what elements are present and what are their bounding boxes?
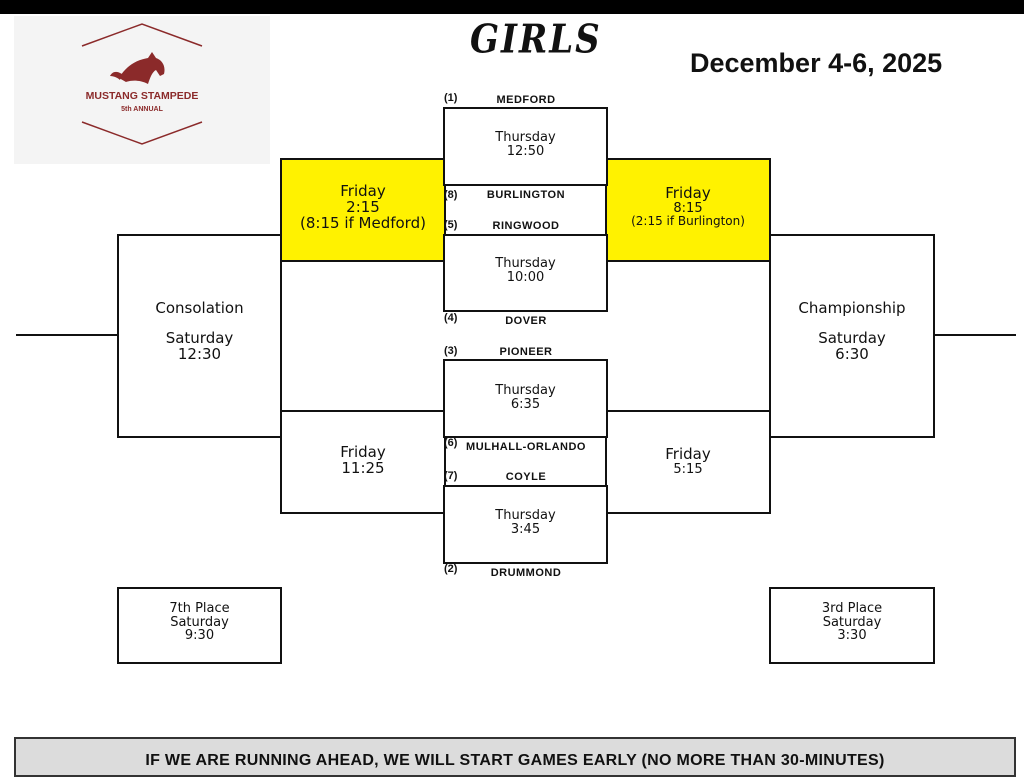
game-name: Consolation bbox=[155, 299, 244, 317]
game-time: 11:25 bbox=[341, 458, 385, 477]
game-time: 10:00 bbox=[506, 269, 545, 285]
team-ringwood: RINGWOOD bbox=[492, 220, 560, 232]
logo-frame bbox=[81, 23, 203, 145]
team-drummond: DRUMMOND bbox=[490, 567, 562, 579]
consolation-label: Consolation Saturday 12:30 bbox=[119, 299, 280, 363]
game-name: 3rd Place bbox=[821, 601, 883, 616]
game-1-label: Thursday 12:50 bbox=[445, 131, 606, 158]
game-note: (8:15 if Medford) bbox=[300, 213, 426, 232]
top-bar bbox=[0, 0, 1024, 14]
thursday-game-3-box bbox=[443, 359, 608, 438]
game-day: Thursday bbox=[495, 256, 556, 271]
game-day: Saturday bbox=[818, 328, 886, 347]
friday-consolation-top-label: Friday 2:15 (8:15 if Medford) bbox=[282, 182, 444, 232]
friday-consolation-bottom-label: Friday 11:25 bbox=[282, 443, 444, 477]
game-name: 7th Place bbox=[169, 601, 230, 616]
thursday-game-2-box bbox=[443, 234, 608, 312]
seed-5: (5) bbox=[444, 219, 458, 231]
game-time: 6:30 bbox=[835, 344, 869, 363]
notice-text: IF WE ARE RUNNING AHEAD, WE WILL START G… bbox=[145, 752, 885, 769]
page-title: GIRLS bbox=[470, 17, 602, 63]
game-note: (2:15 if Burlington) bbox=[631, 214, 745, 229]
game-time: 6:35 bbox=[510, 396, 541, 412]
horse-head-icon bbox=[110, 52, 165, 84]
seed-7: (7) bbox=[444, 470, 458, 482]
friday-semifinal-bottom-box bbox=[605, 410, 771, 514]
friday-semifinal-bottom-label: Friday 5:15 bbox=[607, 445, 769, 477]
logo-subtitle: 5th ANNUAL bbox=[121, 106, 163, 113]
game-time: 5:15 bbox=[673, 461, 703, 477]
seed-8: (8) bbox=[444, 189, 458, 201]
game-3-label: Thursday 6:35 bbox=[445, 384, 606, 411]
third-place-box bbox=[769, 587, 935, 664]
seed-1: (1) bbox=[444, 92, 458, 104]
game-time: 12:50 bbox=[506, 143, 545, 159]
game-time: 3:45 bbox=[510, 521, 541, 537]
team-mulhall-orlando: MULHALL-ORLANDO bbox=[466, 441, 586, 453]
friday-semifinal-top-label: Friday 8:15 (2:15 if Burlington) bbox=[607, 184, 769, 229]
team-pioneer: PIONEER bbox=[499, 346, 553, 358]
logo-title: MUSTANG STAMPEDE bbox=[85, 90, 199, 102]
game-day: Saturday bbox=[170, 614, 229, 630]
game-2-label: Thursday 10:00 bbox=[445, 257, 606, 284]
seed-6: (6) bbox=[444, 437, 458, 449]
bracket-line bbox=[932, 334, 1016, 336]
consolation-box bbox=[117, 234, 282, 438]
seed-3: (3) bbox=[444, 345, 458, 357]
game-day: Saturday bbox=[822, 614, 882, 630]
bracket-line bbox=[16, 334, 118, 336]
game-name: Championship bbox=[798, 299, 906, 317]
game-time: 8:15 bbox=[673, 200, 703, 216]
game-day: Friday bbox=[665, 184, 711, 202]
championship-box bbox=[769, 234, 935, 438]
seventh-place-box bbox=[117, 587, 282, 664]
seventh-place-label: 7th Place Saturday 9:30 bbox=[119, 602, 280, 643]
thursday-game-4-box bbox=[443, 485, 608, 564]
thursday-game-1-box bbox=[443, 107, 608, 186]
third-place-label: 3rd Place Saturday 3:30 bbox=[771, 602, 933, 643]
team-medford: MEDFORD bbox=[496, 94, 556, 106]
championship-label: Championship Saturday 6:30 bbox=[771, 299, 933, 363]
tournament-dates: December 4-6, 2025 bbox=[690, 48, 943, 78]
friday-semifinal-top-box bbox=[605, 158, 771, 262]
game-time: 2:15 bbox=[346, 197, 380, 216]
game-time: 12:30 bbox=[177, 344, 222, 363]
game-day: Thursday bbox=[495, 383, 556, 398]
game-day: Friday bbox=[340, 443, 386, 461]
game-day: Thursday bbox=[495, 508, 556, 523]
mustang-stampede-logo: MUSTANG STAMPEDE 5th ANNUAL bbox=[14, 16, 270, 164]
seed-4: (4) bbox=[444, 312, 458, 324]
game-day: Saturday bbox=[165, 328, 234, 347]
seed-2: (2) bbox=[444, 563, 458, 575]
team-burlington: BURLINGTON bbox=[486, 189, 566, 201]
friday-consolation-top-box bbox=[280, 158, 446, 262]
game-time: 3:30 bbox=[837, 628, 867, 644]
game-day: Thursday bbox=[495, 130, 556, 145]
team-dover: DOVER bbox=[505, 315, 547, 327]
team-coyle: COYLE bbox=[505, 471, 547, 483]
game-day: Friday bbox=[340, 182, 386, 200]
game-time: 9:30 bbox=[184, 628, 215, 644]
notice-banner: IF WE ARE RUNNING AHEAD, WE WILL START G… bbox=[14, 737, 1016, 777]
game-day: Friday bbox=[665, 445, 711, 463]
game-4-label: Thursday 3:45 bbox=[445, 509, 606, 536]
friday-consolation-bottom-box bbox=[280, 410, 446, 514]
